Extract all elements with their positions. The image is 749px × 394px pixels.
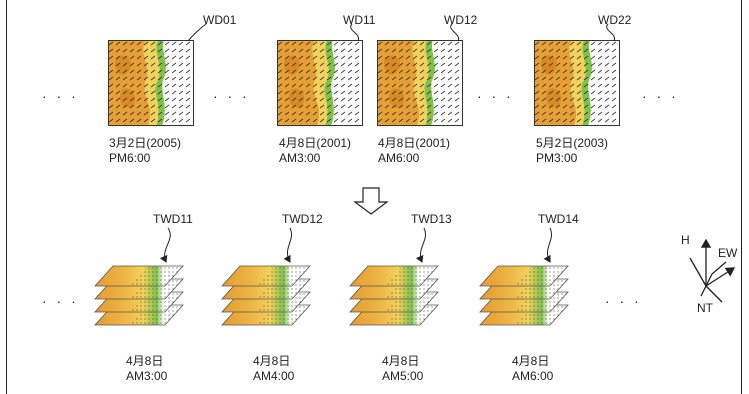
axes-icon: [689, 238, 736, 303]
wd01-map: [107, 39, 195, 127]
label-wd22: WD22: [598, 13, 632, 27]
frame-left-border: [6, 0, 7, 394]
date-line: 4月8日: [512, 354, 550, 368]
wd12-leader-line: [450, 23, 460, 42]
twd12-stack: [221, 265, 311, 326]
label-twd13: TWD13: [411, 212, 452, 226]
time-line: PM6:00: [109, 151, 151, 165]
label-wd12: WD12: [444, 13, 478, 27]
time-line: AM4:00: [253, 369, 295, 383]
frame-right-border: [741, 0, 742, 394]
axis-label-nt: NT: [697, 301, 713, 315]
wd12-date: 4月8日(2001) AM6:00: [378, 136, 450, 166]
date-line: 4月8日(2001): [279, 136, 352, 150]
twd13-date: 4月8日 AM5:00: [382, 354, 423, 384]
date-line: 4月8日: [382, 354, 420, 368]
label-wd11: WD11: [343, 13, 376, 27]
time-line: AM3:00: [279, 151, 321, 165]
twd14-leader-arrow: [543, 227, 552, 263]
label-twd11: TWD11: [153, 212, 193, 226]
twd12-leader-arrow: [283, 227, 292, 263]
axis-label-ew: EW: [718, 246, 738, 260]
date-line: 4月8日: [253, 354, 291, 368]
label-twd12: TWD12: [282, 212, 323, 226]
time-line: PM3:00: [536, 151, 578, 165]
wd22-date: 5月2日(2003) PM3:00: [536, 136, 608, 166]
twd13-stack: [349, 265, 439, 326]
twd11-date: 4月8日 AM3:00: [126, 354, 167, 384]
date-line: 5月2日(2003): [536, 136, 609, 150]
twd14-stack: [479, 265, 569, 326]
twd14-date: 4月8日 AM6:00: [512, 354, 553, 384]
wd12-map: [376, 39, 464, 127]
time-line: AM6:00: [378, 151, 420, 165]
twd12-date: 4月8日 AM4:00: [253, 354, 294, 384]
time-line: AM5:00: [382, 369, 424, 383]
date-line: 4月8日: [126, 354, 164, 368]
wd22-leader-line: [606, 23, 616, 42]
transform-arrow-icon: [353, 187, 389, 215]
ellipsis: · · ·: [642, 88, 679, 104]
wd11-map: [276, 39, 364, 127]
time-line: AM6:00: [512, 369, 554, 383]
twd11-leader-arrow: [159, 227, 171, 263]
ellipsis: · · ·: [42, 88, 79, 104]
wd22-map: [533, 39, 621, 127]
label-wd01: WD01: [203, 13, 237, 27]
ellipsis: · · ·: [477, 88, 514, 104]
date-line: 3月2日(2005): [109, 136, 182, 150]
wd11-date: 4月8日(2001) AM3:00: [279, 136, 351, 166]
axis-label-h: H: [681, 233, 690, 247]
twd11-stack: [94, 265, 184, 326]
ellipsis: · · ·: [605, 293, 642, 309]
wd01-date: 3月2日(2005) PM6:00: [109, 136, 181, 166]
twd13-leader-arrow: [415, 227, 426, 263]
ellipsis: · · ·: [42, 293, 79, 309]
time-line: AM3:00: [126, 369, 168, 383]
date-line: 4月8日(2001): [378, 136, 451, 150]
label-twd14: TWD14: [538, 212, 579, 226]
wd11-leader-line: [350, 23, 360, 42]
ellipsis: · · ·: [213, 88, 250, 104]
wd01-leader-line: [187, 23, 207, 42]
